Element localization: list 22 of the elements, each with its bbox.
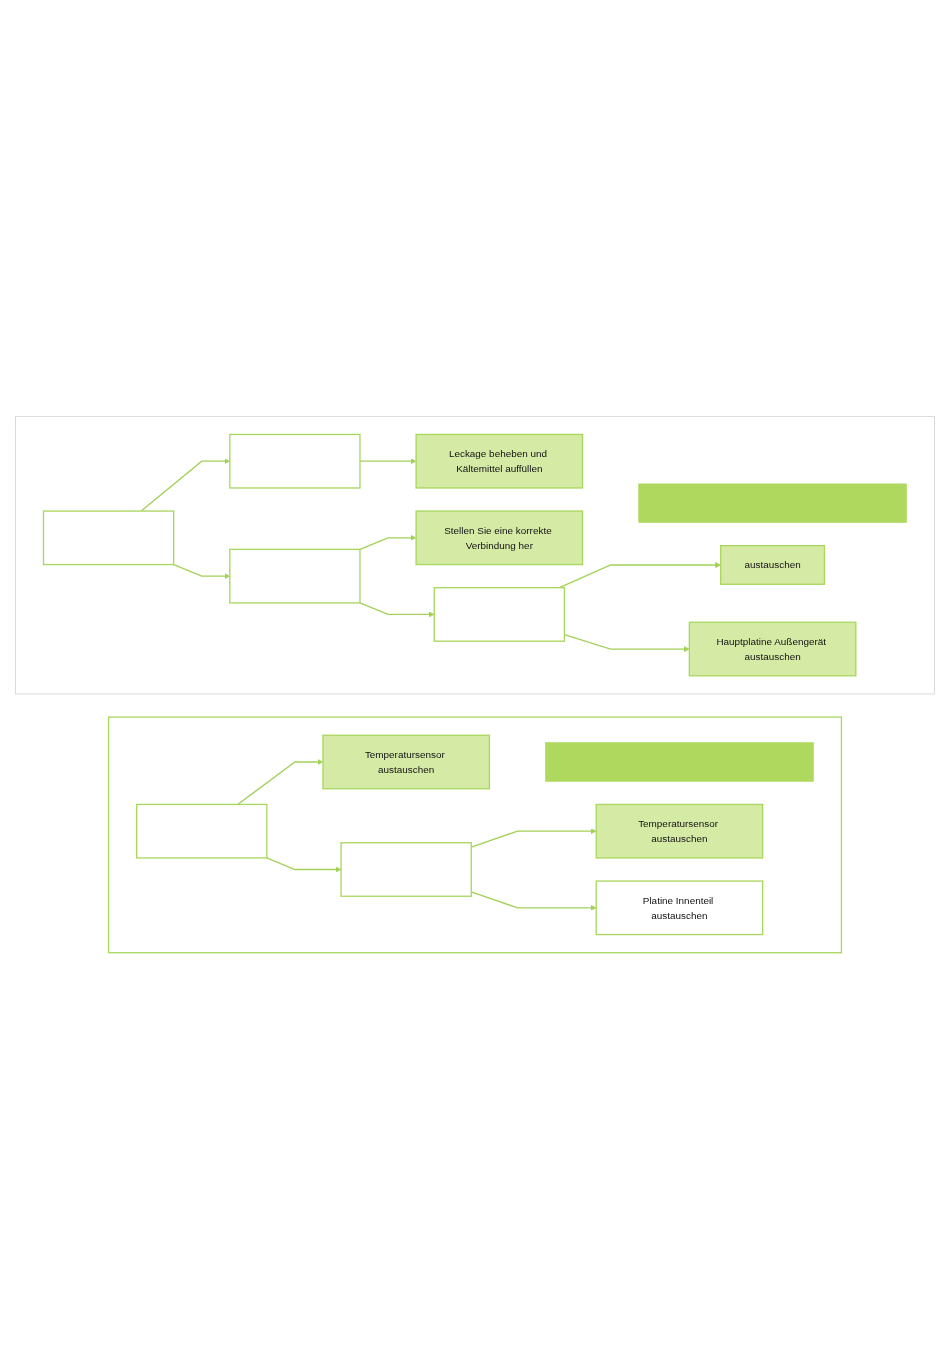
node-box <box>42 510 175 566</box>
node-box: Temperatursensor austauschen <box>595 803 764 859</box>
arrow <box>558 562 721 589</box>
node-box: Stellen Sie eine korrekte Verbindung her <box>415 510 584 566</box>
node-box: austauschen <box>720 545 826 585</box>
node-box <box>433 587 566 642</box>
node-bar <box>638 483 907 523</box>
node-box: Leckage beheben und Kältemittel auffüllen <box>415 433 584 489</box>
node-box: Hauptplatine Außengerät austauschen <box>688 621 857 677</box>
arrow <box>266 857 342 873</box>
node-box <box>136 803 268 859</box>
arrow <box>359 602 435 618</box>
node-box: Platine Innenteil austauschen <box>595 880 764 936</box>
arrow <box>359 534 417 551</box>
node-bar <box>545 742 814 782</box>
node-box: Temperatursensor austauschen <box>322 734 491 790</box>
node-box <box>229 433 361 489</box>
node-box <box>229 548 361 604</box>
node-box <box>340 842 472 897</box>
arrow <box>359 458 417 465</box>
cluster <box>15 415 935 695</box>
cluster <box>107 716 843 954</box>
